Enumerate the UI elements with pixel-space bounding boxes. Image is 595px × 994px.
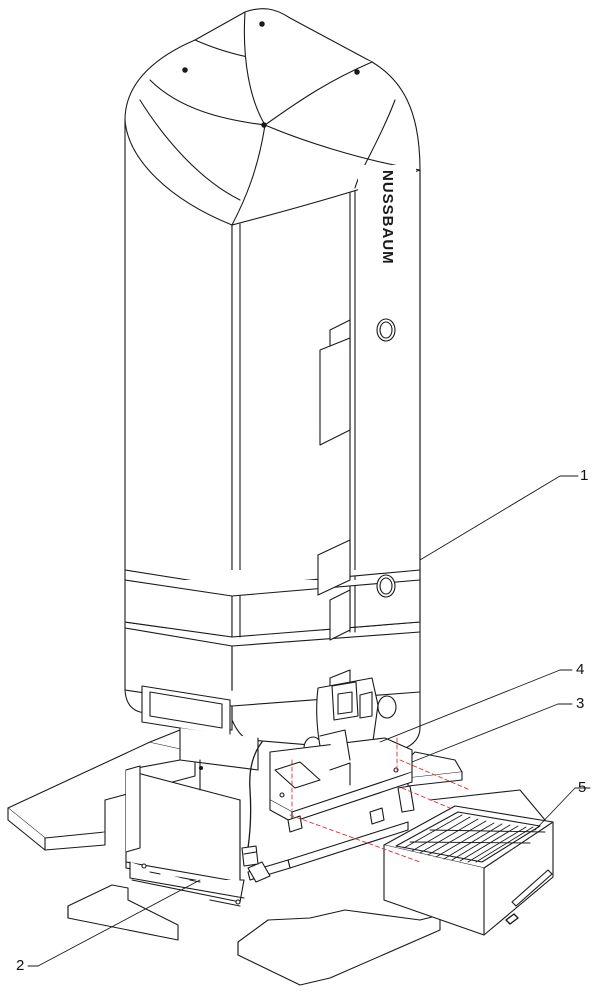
floor-slab-front-left — [67, 884, 179, 941]
floor-slab-front-right — [237, 909, 441, 986]
drawer-grid — [403, 814, 546, 863]
mounting-plate — [269, 729, 413, 823]
brand-text: NUSSBAUM — [379, 170, 396, 265]
bracket-rail — [247, 785, 415, 883]
callout-1: 1 — [580, 467, 589, 484]
drawer-lock-icon — [505, 913, 519, 925]
leader-1 — [419, 475, 579, 561]
callout-4: 4 — [576, 661, 585, 678]
assembly-axes — [289, 737, 471, 863]
callout-2: 2 — [16, 957, 25, 974]
leader-4 — [379, 669, 573, 743]
base-frame — [125, 727, 259, 907]
leader-2 — [27, 879, 201, 967]
leader-5 — [534, 787, 591, 831]
brand-wordmark: NUSSBAUM — [358, 165, 416, 305]
power-cable — [241, 741, 263, 867]
tower-body — [124, 8, 421, 760]
leader-lines — [27, 475, 591, 967]
callout-5: 5 — [578, 779, 587, 796]
drawer-container — [383, 805, 554, 936]
leader-3 — [411, 703, 573, 763]
callout-3: 3 — [576, 695, 585, 712]
